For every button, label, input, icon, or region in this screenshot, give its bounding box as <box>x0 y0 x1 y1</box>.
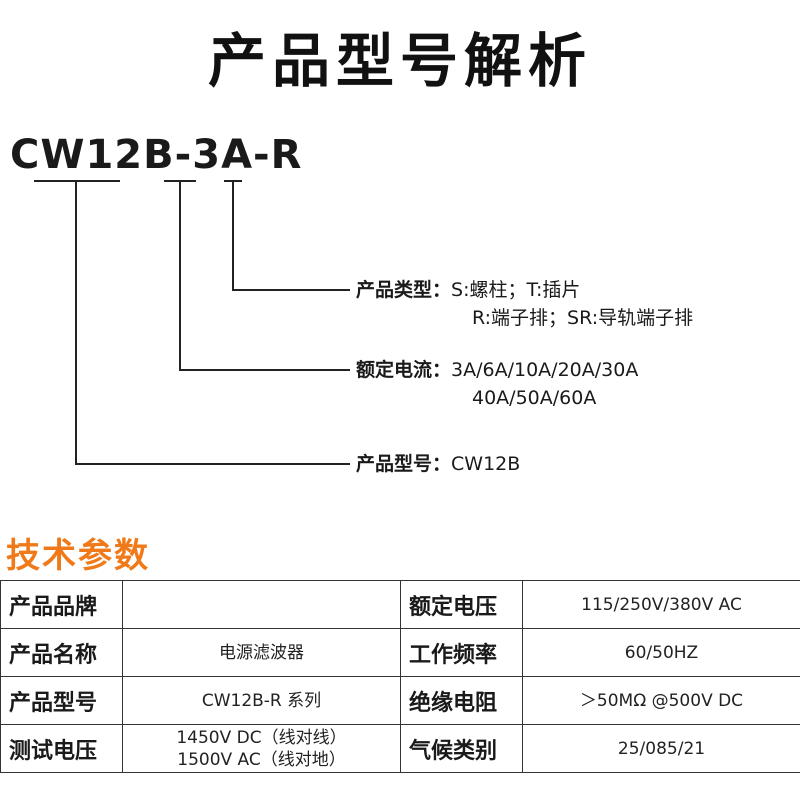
breakdown-value: R:端子排；SR:导轨端子排 <box>472 307 694 329</box>
breakdown-value: CW12B <box>451 453 521 475</box>
param-value: 电源滤波器 <box>122 628 401 677</box>
param-key: 额定电压 <box>400 580 523 629</box>
param-key: 产品品牌 <box>0 580 123 629</box>
breakdown-value: 3A/6A/10A/20A/30A <box>451 359 639 381</box>
param-key: 绝缘电阻 <box>400 676 523 725</box>
breakdown-value: S:螺柱；T:插片 <box>451 279 581 301</box>
breakdown-rated-current: 额定电流：3A/6A/10A/20A/30A 40A/50A/60A <box>356 356 638 412</box>
param-key: 产品型号 <box>0 676 123 725</box>
param-value: 25/085/21 <box>522 724 800 773</box>
section-title: 技术参数 <box>6 536 150 576</box>
param-key: 测试电压 <box>0 724 123 773</box>
model-code: CW12B-3A-R <box>10 132 303 178</box>
table-row: 产品品牌 额定电压 115/250V/380V AC <box>0 580 800 629</box>
param-key: 工作频率 <box>400 628 523 677</box>
page-title: 产品型号解析 <box>207 27 592 95</box>
breakdown-value: 40A/50A/60A <box>472 387 597 409</box>
breakdown-product-model: 产品型号：CW12B <box>356 450 520 478</box>
table-row: 产品名称 电源滤波器 工作频率 60/50HZ <box>0 628 800 677</box>
param-key: 产品名称 <box>0 628 123 677</box>
breakdown-key: 额定电流： <box>356 359 452 381</box>
param-value: CW12B-R 系列 <box>122 676 401 725</box>
param-value <box>122 580 401 629</box>
param-value: 115/250V/380V AC <box>522 580 800 629</box>
param-value: 1450V DC（线对线）1500V AC（线对地） <box>122 724 401 773</box>
param-value: ＞50MΩ @500V DC <box>522 676 800 725</box>
table-row: 产品型号 CW12B-R 系列 绝缘电阻 ＞50MΩ @500V DC <box>0 676 800 725</box>
breakdown-key: 产品类型： <box>356 279 452 301</box>
param-key: 气候类别 <box>400 724 523 773</box>
table-row: 测试电压 1450V DC（线对线）1500V AC（线对地） 气候类别 25/… <box>0 724 800 773</box>
breakdown-connector-lines <box>34 180 350 465</box>
params-table: 产品品牌 额定电压 115/250V/380V AC 产品名称 电源滤波器 工作… <box>0 580 800 773</box>
breakdown-key: 产品型号： <box>356 453 452 475</box>
breakdown-product-type: 产品类型：S:螺柱；T:插片 R:端子排；SR:导轨端子排 <box>356 276 693 332</box>
param-value: 60/50HZ <box>522 628 800 677</box>
